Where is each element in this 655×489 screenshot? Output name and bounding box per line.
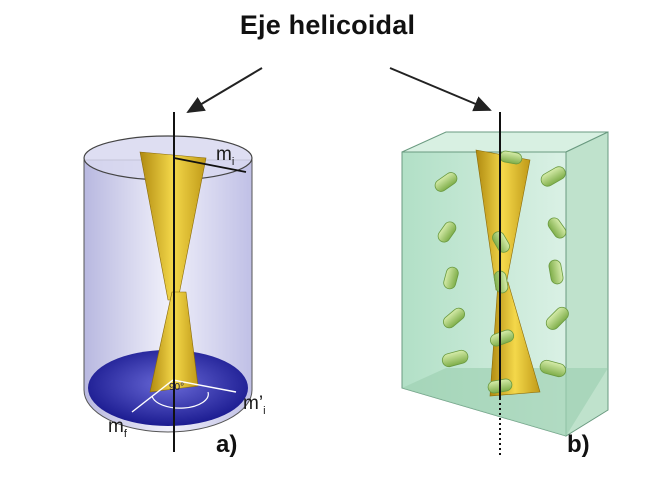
diagram-title: Eje helicoidal — [239, 10, 416, 40]
label-mprime-sub: i — [263, 404, 266, 417]
molecule — [434, 172, 458, 192]
molecule — [547, 217, 567, 239]
molecule — [443, 307, 465, 329]
cylinder-figure — [83, 112, 253, 452]
molecule — [548, 259, 564, 285]
label-mi: mi — [216, 144, 234, 168]
base-radius-i — [172, 379, 237, 393]
angle-label: 90° — [169, 382, 185, 393]
label-mprime-main: m’ — [243, 393, 264, 414]
molecule — [443, 266, 459, 290]
top-radius — [173, 157, 247, 173]
arrow-left — [186, 67, 263, 114]
panel-label-b: b) — [567, 431, 590, 458]
molecule — [540, 166, 566, 187]
label-mf-sub: f — [123, 427, 127, 440]
molecule — [437, 221, 457, 243]
base-angle-arc — [151, 391, 209, 409]
box-figure — [401, 112, 609, 458]
box-floor — [402, 368, 608, 436]
panel-label-a: a) — [216, 431, 238, 458]
label-mf: mf — [108, 416, 127, 440]
arrow-right — [389, 67, 492, 112]
molecule — [545, 306, 569, 330]
label-mi-sub: i — [231, 155, 235, 168]
label-mprime-i: m’i — [243, 393, 266, 417]
molecules — [434, 150, 569, 394]
label-mf-main: m — [108, 416, 124, 437]
molecule — [539, 359, 567, 378]
molecule — [441, 349, 469, 368]
label-mi-main: m — [216, 144, 232, 165]
